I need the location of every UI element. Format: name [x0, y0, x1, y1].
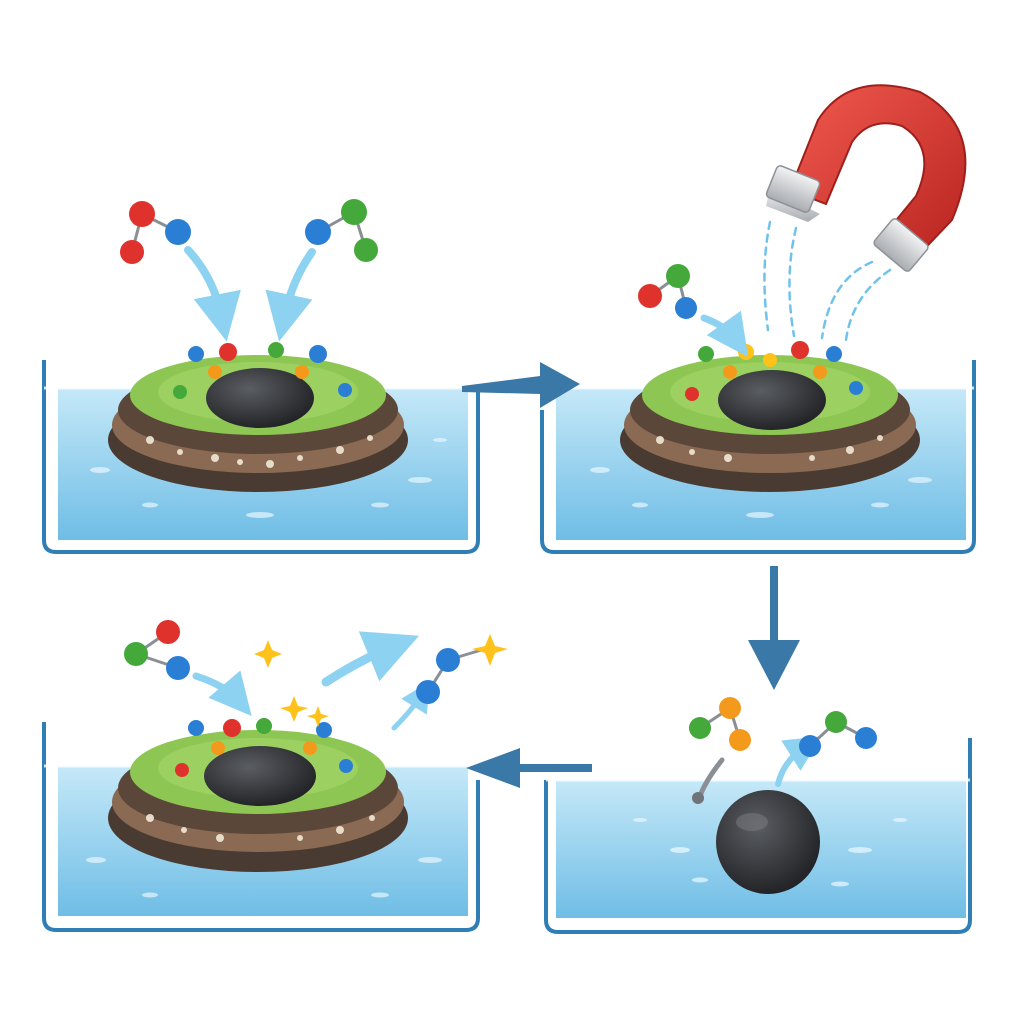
sparkle-icon: [254, 640, 282, 668]
adsorbed-atoms: [175, 718, 353, 777]
process-arrow-left: [466, 748, 592, 788]
flow-arrow: [192, 670, 252, 716]
process-arrow-right: [462, 362, 580, 408]
panel-recovery: [544, 697, 972, 934]
tank-outline: [42, 360, 480, 554]
water-ripples: [90, 438, 447, 518]
molecule-icon: [638, 264, 697, 319]
molecule-icon: [799, 711, 877, 757]
process-arrow-down: [748, 566, 800, 690]
magnetic-core-sphere: [716, 790, 820, 894]
flow-arrow: [321, 631, 419, 687]
tank-outline: [42, 722, 480, 932]
magnetic-core-icon: [718, 370, 826, 430]
magnetic-core-icon: [206, 368, 314, 428]
sparkle-icon: [280, 696, 329, 727]
molecule-icon: [689, 697, 751, 751]
panel-adsorption: [42, 199, 480, 554]
panel-magnetic-separation: [540, 84, 976, 554]
water-ripples: [86, 857, 442, 898]
layered-adsorbent-disc: [620, 355, 920, 492]
water-ripples: [590, 467, 932, 518]
flow-arrow: [700, 310, 749, 358]
magnetic-core-icon: [204, 746, 316, 806]
molecule-icon: [120, 201, 191, 264]
flow-arrow: [265, 248, 316, 342]
molecule-icon: [416, 646, 489, 704]
magnetic-field-lines: [763, 220, 892, 342]
molecule-icon: [305, 199, 378, 262]
layered-adsorbent-disc: [108, 355, 408, 492]
molecule-icon: [124, 620, 190, 680]
horseshoe-magnet-icon: [765, 84, 967, 272]
flow-arrow: [184, 246, 241, 342]
tank-outline: [544, 738, 972, 934]
water-ripples: [633, 818, 907, 887]
panel-regeneration: [42, 620, 508, 932]
adsorbed-atoms: [173, 342, 352, 399]
layered-adsorbent-disc: [108, 730, 408, 872]
flow-arrow: [391, 681, 430, 731]
tank-outline: [540, 360, 976, 554]
sparkle-icon: [472, 634, 508, 666]
